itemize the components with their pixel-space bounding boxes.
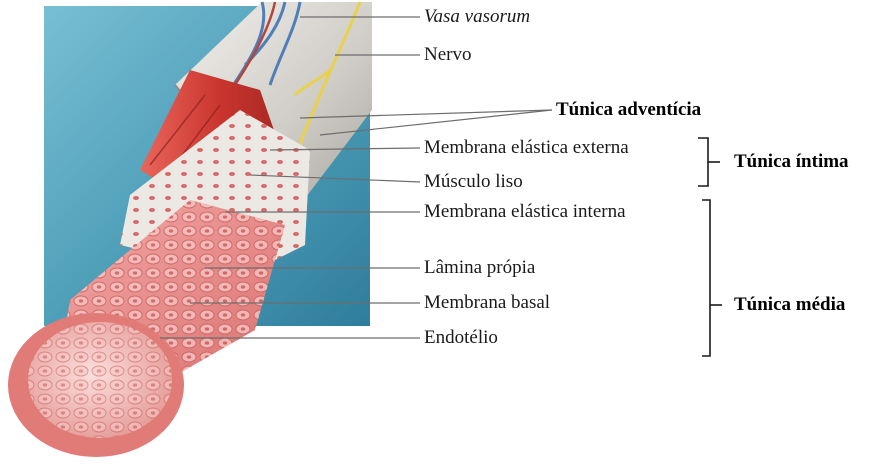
tunica-intima-bracket <box>698 138 720 186</box>
label-musculo-liso: Músculo liso <box>424 171 523 193</box>
label-lamina-propia: Lâmina própia <box>424 257 535 279</box>
label-vasa-vasorum: Vasa vasorum <box>424 6 530 28</box>
label-membrana-elastica-externa: Membrana elástica externa <box>424 137 629 159</box>
label-membrana-basal: Membrana basal <box>424 292 550 314</box>
label-nervo: Nervo <box>424 44 471 66</box>
label-membrana-elastica-interna: Membrana elástica interna <box>424 201 626 223</box>
label-tunica-adventicia: Túnica adventícia <box>556 99 701 121</box>
label-tunica-intima: Túnica íntima <box>734 151 849 173</box>
label-endotelio: Endotélio <box>424 327 498 349</box>
tunica-media-bracket <box>702 200 722 356</box>
label-tunica-media: Túnica média <box>734 294 845 316</box>
